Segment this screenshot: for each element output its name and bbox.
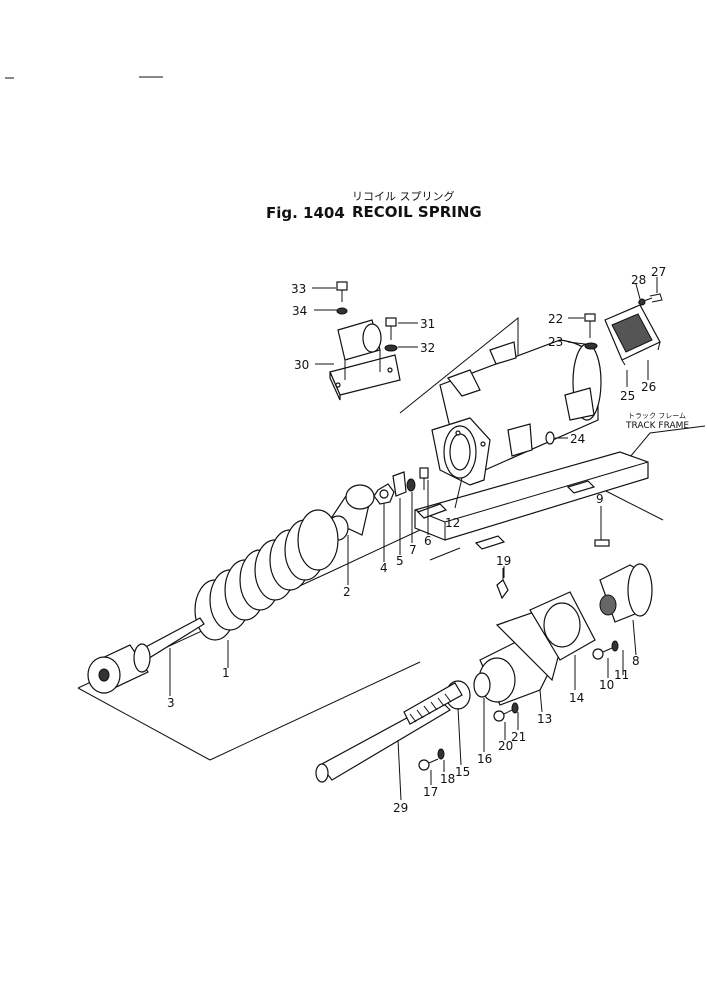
part-label-11: 11	[614, 668, 629, 682]
washer-7	[406, 478, 416, 492]
part-label-15: 15	[455, 765, 470, 779]
washer-21	[511, 702, 519, 714]
part-label-29: 29	[393, 801, 408, 815]
part-label-4: 4	[380, 561, 388, 575]
part-label-5: 5	[396, 554, 404, 568]
track-frame	[414, 451, 649, 561]
bolt-27	[637, 293, 663, 306]
track-frame-japanese: トラック フレーム	[628, 412, 686, 420]
bolt-6	[419, 467, 429, 490]
part-label-1: 1	[222, 666, 230, 680]
title-japanese: リコイル スプリング	[352, 189, 455, 203]
bracket-outline	[399, 316, 519, 414]
part-label-33: 33	[291, 282, 306, 296]
part-label-31: 31	[420, 317, 435, 331]
part-label-9: 9	[596, 492, 604, 506]
gasket-14	[529, 591, 596, 661]
lock-5	[392, 471, 407, 497]
part-label-14: 14	[569, 691, 584, 705]
bolt-10	[592, 647, 613, 660]
part-label-32: 32	[420, 341, 435, 355]
track-frame-label: TRACK FRAME	[625, 421, 689, 431]
cover-plate	[604, 304, 661, 366]
nut-4	[373, 483, 395, 505]
spring-seat-2	[327, 484, 375, 541]
bracket-30	[329, 281, 401, 401]
part-label-2: 2	[343, 585, 351, 599]
leader-lines	[169, 277, 658, 801]
part-label-34: 34	[292, 304, 307, 318]
washer-11	[611, 640, 619, 652]
part-label-10: 10	[599, 678, 614, 692]
washer-18	[437, 748, 445, 760]
part-label-8: 8	[632, 654, 640, 668]
pin-9	[594, 539, 610, 547]
part-label-24: 24	[570, 432, 585, 446]
bolt-22	[584, 313, 598, 350]
pin-24	[545, 431, 555, 445]
part-label-7: 7	[409, 543, 417, 557]
part-label-20: 20	[498, 739, 513, 753]
bolt-17	[418, 758, 439, 771]
track-frame-leader	[629, 425, 706, 458]
part-label-21: 21	[511, 730, 526, 744]
figure-title: RECOIL SPRING	[352, 203, 482, 221]
part-label-22: 22	[548, 312, 563, 326]
part-label-17: 17	[423, 785, 438, 799]
part-label-28: 28	[631, 273, 646, 287]
rod-29	[315, 682, 463, 783]
part-label-26: 26	[641, 380, 656, 394]
bolt-20	[493, 709, 513, 722]
bracket-8	[599, 563, 653, 623]
part-label-19: 19	[496, 554, 511, 568]
part-label-6: 6	[424, 534, 432, 548]
part-label-23: 23	[548, 335, 563, 349]
assembly-outline	[209, 661, 421, 761]
part-label-25: 25	[620, 389, 635, 403]
part-label-13: 13	[537, 712, 552, 726]
part-label-16: 16	[477, 752, 492, 766]
recoil-spring	[194, 509, 339, 641]
part-label-30: 30	[294, 358, 309, 372]
part-labels: 1 2 3 4 5 6 7 8 9 10 11 12 13 14 15 16 1…	[167, 265, 666, 815]
assembly-outline	[77, 687, 211, 761]
cylinder-housing	[431, 339, 602, 486]
assembly-outline	[599, 487, 664, 521]
part-label-27: 27	[651, 265, 666, 279]
part-label-3: 3	[167, 696, 175, 710]
seal-16	[473, 672, 491, 698]
part-label-18: 18	[440, 772, 455, 786]
rod-3	[87, 617, 205, 694]
part-label-12: 12	[445, 516, 460, 530]
grease-fitting-19	[496, 568, 509, 600]
figure-number: Fig. 1404	[266, 204, 345, 222]
